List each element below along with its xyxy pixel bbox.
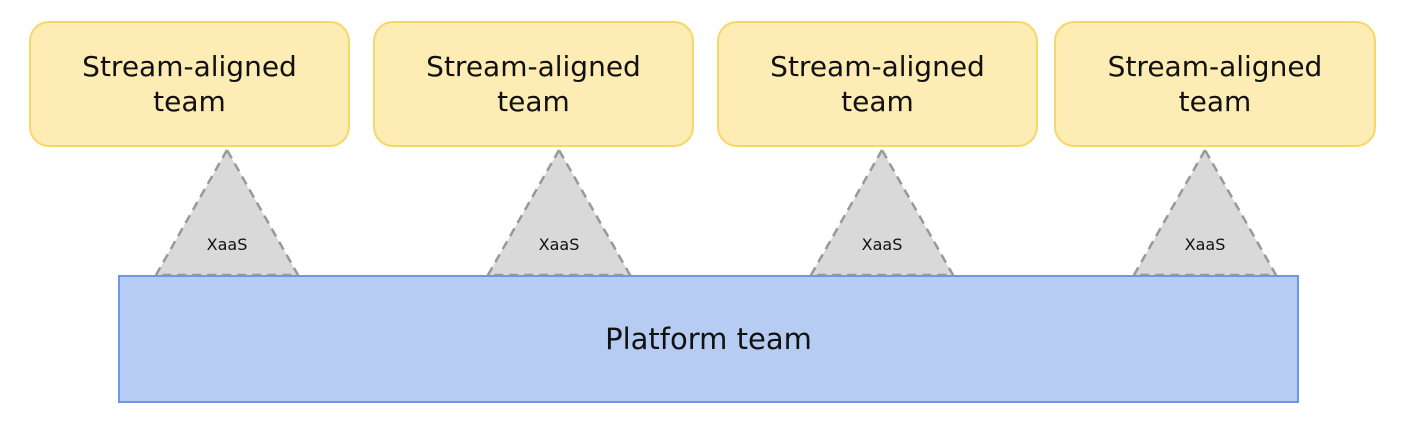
stream-aligned-team-box-4: Stream-aligned team <box>1054 21 1376 147</box>
stream-aligned-team-box-3: Stream-aligned team <box>717 21 1038 147</box>
stream-aligned-team-box-1: Stream-aligned team <box>29 21 350 147</box>
xaas-label-2: XaaS <box>538 235 580 254</box>
stream-aligned-team-label-3: Stream-aligned team <box>770 50 985 118</box>
xaas-triangle-3 <box>808 147 956 277</box>
stream-aligned-team-box-2: Stream-aligned team <box>373 21 694 147</box>
stream-aligned-team-label-2: Stream-aligned team <box>426 50 641 118</box>
xaas-label-4: XaaS <box>1184 235 1226 254</box>
platform-team-box: Platform team <box>118 275 1299 403</box>
platform-team-label: Platform team <box>605 322 812 356</box>
stream-aligned-team-label-1: Stream-aligned team <box>82 50 297 118</box>
xaas-label-3: XaaS <box>861 235 903 254</box>
xaas-triangle-2 <box>485 147 633 277</box>
xaas-triangle-4 <box>1131 147 1279 277</box>
xaas-label-1: XaaS <box>206 235 248 254</box>
xaas-triangle-1 <box>153 147 301 277</box>
stream-aligned-team-label-4: Stream-aligned team <box>1107 50 1323 118</box>
